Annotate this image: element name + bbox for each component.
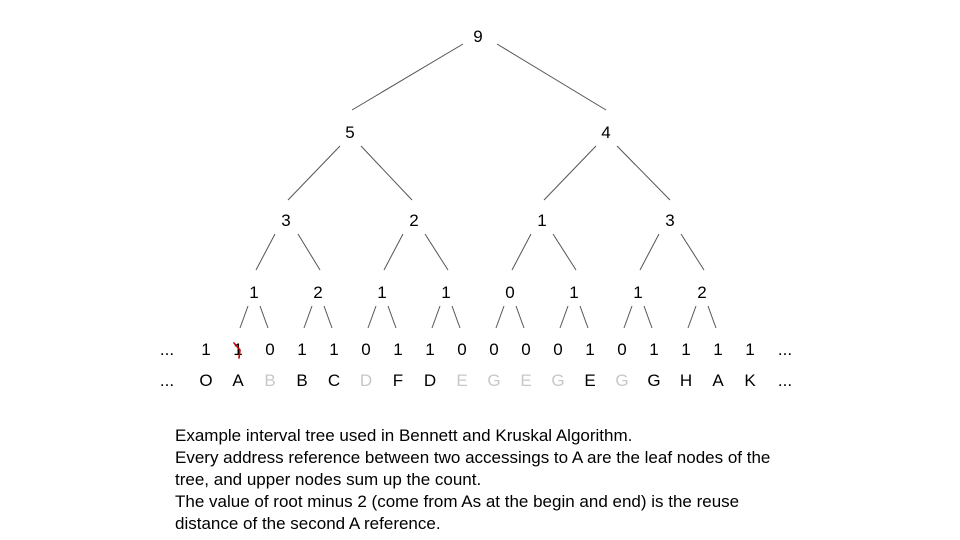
tree-edge	[643, 305, 653, 329]
tree-nodes: 9 5 4 3 2 1 3 1 2 1 1 0 1 1 2	[249, 27, 706, 302]
leaf-label: A	[712, 371, 724, 390]
tree-edge	[287, 145, 341, 201]
tree-node-value: 3	[665, 211, 674, 230]
tree-edge	[623, 305, 633, 329]
leaf-label: ...	[160, 371, 174, 390]
leaf-value: 1	[585, 340, 594, 359]
caption-line: The value of root minus 2 (come from As …	[175, 492, 740, 511]
interval-tree-diagram: 9 5 4 3 2 1 3 1 2 1 1 0 1 1 2 ... 1 1 0 1 1 0 1 1 0 0 0 0 1 0 1 1 1 1...…	[160, 27, 792, 390]
tree-edge	[687, 305, 697, 329]
leaf-value: 1	[233, 340, 242, 359]
leaf-label: A	[232, 371, 244, 390]
tree-edge	[543, 145, 597, 201]
tree-edge	[360, 145, 413, 201]
caption-line: tree, and upper nodes sum up the count.	[175, 470, 482, 489]
tree-edge	[367, 305, 377, 329]
tree-edge	[552, 233, 577, 271]
leaf-value-row: ... 1 1 0 1 1 0 1 1 0 0 0 0 1 0 1 1 1 1...	[160, 340, 792, 359]
leaf-label: G	[615, 371, 628, 390]
tree-edge	[239, 305, 249, 329]
tree-edge	[303, 305, 313, 329]
leaf-value: 1	[681, 340, 690, 359]
tree-node-value: 3	[281, 211, 290, 230]
tree-node-value: 2	[313, 283, 322, 302]
tree-node-value: 0	[505, 283, 514, 302]
leaf-value: 1	[201, 340, 210, 359]
leaf-value: 1	[649, 340, 658, 359]
annotation-marks	[233, 342, 241, 359]
tree-edge	[707, 305, 717, 329]
caption: Example interval tree used in Bennett an…	[175, 425, 875, 535]
leaf-label: G	[551, 371, 564, 390]
tree-edge	[559, 305, 569, 329]
root-node-value: 9	[473, 27, 482, 46]
tree-edge	[496, 43, 607, 111]
leaf-value: ...	[160, 340, 174, 359]
tree-edge	[616, 145, 671, 201]
leaf-label: E	[520, 371, 531, 390]
caption-line: Example interval tree used in Bennett an…	[175, 426, 633, 445]
leaf-label: D	[424, 371, 436, 390]
leaf-value: 1	[745, 340, 754, 359]
leaf-value: 0	[489, 340, 498, 359]
leaf-value: 1	[425, 340, 434, 359]
leaf-value: 1	[393, 340, 402, 359]
leaf-label: ...	[778, 371, 792, 390]
tree-node-value: 1	[377, 283, 386, 302]
leaf-value: 0	[265, 340, 274, 359]
leaf-label: C	[328, 371, 340, 390]
leaf-value: 0	[457, 340, 466, 359]
caption-line: distance of the second A reference.	[175, 514, 441, 533]
tree-edge	[579, 305, 589, 329]
leaf-label: B	[264, 371, 275, 390]
leaf-label: B	[296, 371, 307, 390]
leaf-value: 1	[297, 340, 306, 359]
leaf-value: 0	[617, 340, 626, 359]
tree-node-value: 1	[249, 283, 258, 302]
leaf-value: 1	[329, 340, 338, 359]
leaf-label: K	[744, 371, 756, 390]
leaf-label: D	[360, 371, 372, 390]
tree-edge	[511, 233, 532, 271]
tree-edge	[431, 305, 441, 329]
leaf-label: G	[647, 371, 660, 390]
cross-out-mark	[233, 342, 241, 359]
leaf-value: 0	[553, 340, 562, 359]
leaf-label: H	[680, 371, 692, 390]
tree-edge	[424, 233, 449, 271]
tree-edge	[680, 233, 705, 271]
leaf-label: O	[199, 371, 212, 390]
tree-edge	[639, 233, 660, 271]
tree-node-value: 1	[633, 283, 642, 302]
tree-node-value: 2	[409, 211, 418, 230]
tree-edge	[515, 305, 525, 329]
leaf-label: F	[393, 371, 403, 390]
caption-line: Every address reference between two acce…	[175, 448, 771, 467]
leaf-label: G	[487, 371, 500, 390]
tree-edge	[323, 305, 333, 329]
tree-edge	[383, 233, 404, 271]
tree-edge	[297, 233, 321, 271]
tree-edge	[495, 305, 505, 329]
tree-node-value: 4	[601, 123, 610, 142]
tree-node-value: 1	[441, 283, 450, 302]
tree-edge	[351, 43, 464, 111]
leaf-value: 0	[361, 340, 370, 359]
tree-node-value: 1	[569, 283, 578, 302]
tree-edge	[255, 233, 276, 271]
tree-node-value: 5	[345, 123, 354, 142]
tree-edge	[259, 305, 269, 329]
leaf-value: 0	[521, 340, 530, 359]
leaf-value: ...	[778, 340, 792, 359]
leaf-value: 1	[713, 340, 722, 359]
tree-edge	[451, 305, 461, 329]
leaf-label: E	[584, 371, 595, 390]
tree-edges	[239, 43, 717, 329]
tree-node-value: 2	[697, 283, 706, 302]
tree-edge	[387, 305, 397, 329]
leaf-label: E	[456, 371, 467, 390]
tree-node-value: 1	[537, 211, 546, 230]
